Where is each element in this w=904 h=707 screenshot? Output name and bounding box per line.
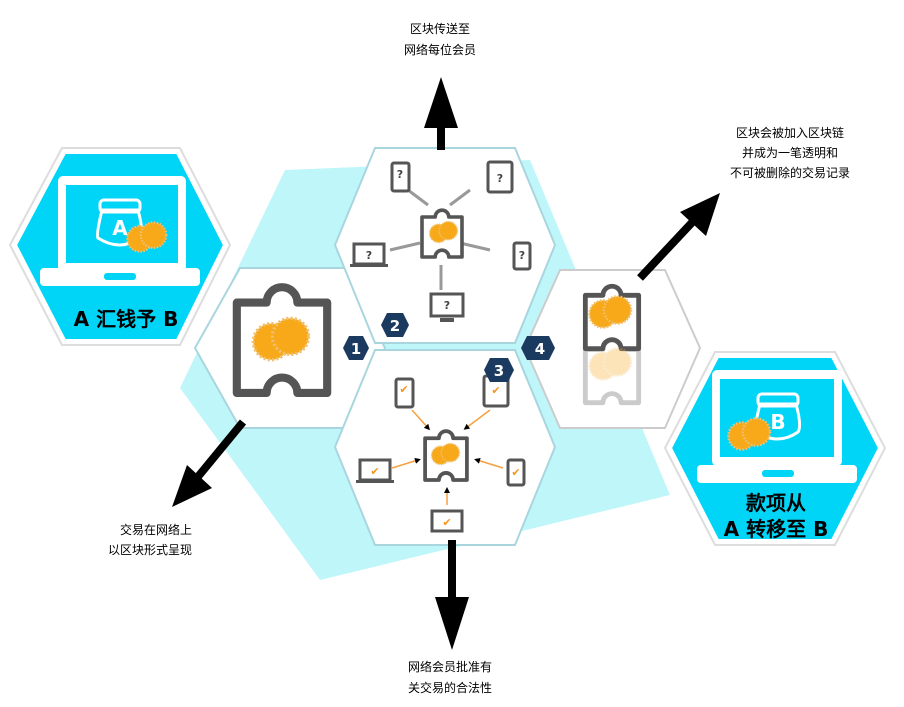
phone-check-icon: ✔ — [394, 377, 415, 409]
badge-3: 3 — [484, 358, 514, 382]
caption-bottom-left-2: 以区块形式呈现 — [108, 543, 192, 557]
signal-waves-icon — [389, 188, 491, 290]
svg-text:✔: ✔ — [491, 384, 500, 397]
phone-icon: ? — [512, 241, 532, 271]
arrowhead-up — [424, 77, 458, 128]
arrow-up-right — [637, 211, 703, 281]
caption-top-1: 区块传送至 — [410, 21, 470, 36]
caption-right-1: 区块会被加入区块链 — [736, 125, 844, 140]
hex-a-sender: A A 汇钱予 B — [8, 147, 232, 346]
hex-2-broadcast: ? ? ? ? ? — [333, 147, 557, 344]
wallet-icon: A — [96, 198, 144, 247]
caption-top-2: 网络每位会员 — [404, 42, 476, 57]
hex-b-label-line1: 款项从 — [746, 491, 806, 515]
hex-a-label: A 汇钱予 B — [74, 307, 179, 331]
hex-b-receiver: B 款项从 A 转移至 B — [663, 351, 887, 546]
svg-text:1: 1 — [351, 340, 361, 358]
svg-text:✔: ✔ — [399, 383, 408, 396]
hex-4-chain — [523, 269, 702, 429]
chain-reflection-icon — [585, 340, 638, 402]
badge-1: 1 — [343, 336, 369, 360]
svg-text:2: 2 — [390, 317, 400, 335]
caption-right-2: 并成为一笔透明和 — [742, 145, 838, 160]
svg-text:?: ? — [444, 299, 450, 312]
svg-text:4: 4 — [535, 340, 545, 358]
svg-text:A: A — [112, 216, 128, 240]
svg-text:?: ? — [366, 249, 372, 262]
arrowhead-up-right — [680, 193, 720, 236]
hex-b-label-line2: A 转移至 B — [724, 517, 829, 541]
svg-text:✔: ✔ — [511, 466, 520, 479]
phone-check-icon: ✔ — [506, 458, 526, 487]
monitor-check-icon: ✔ — [430, 509, 464, 533]
svg-text:B: B — [770, 410, 785, 434]
arrows-icon — [391, 409, 504, 505]
monitor-icon: ? — [429, 292, 465, 322]
arrow-down-left — [188, 419, 247, 487]
badge-4: 4 — [521, 336, 555, 360]
laptop-icon: ? — [350, 242, 388, 267]
arrowhead-down-left — [172, 465, 212, 507]
svg-text:?: ? — [519, 249, 525, 262]
phone-icon: ? — [390, 161, 411, 193]
badge-2: 2 — [381, 313, 409, 337]
caption-bottom-2: 关交易的合法性 — [408, 680, 492, 695]
hex-3-validate: ✔ ✔ ✔ ✔ ✔ — [333, 349, 557, 546]
caption-right-3: 不可被删除的交易记录 — [730, 165, 850, 180]
caption-bottom-left-1: 交易在网络上 — [120, 522, 192, 537]
tablet-icon: ? — [486, 160, 514, 194]
svg-text:?: ? — [497, 172, 503, 185]
svg-text:✔: ✔ — [370, 465, 379, 478]
step-badges: 1 2 3 4 — [343, 313, 555, 382]
arrowhead-down — [435, 597, 469, 650]
laptop-check-icon: ✔ — [356, 458, 394, 483]
caption-bottom-1: 网络会员批准有 — [408, 659, 492, 674]
svg-text:✔: ✔ — [442, 516, 451, 529]
svg-text:3: 3 — [494, 362, 504, 380]
svg-text:?: ? — [397, 168, 403, 181]
